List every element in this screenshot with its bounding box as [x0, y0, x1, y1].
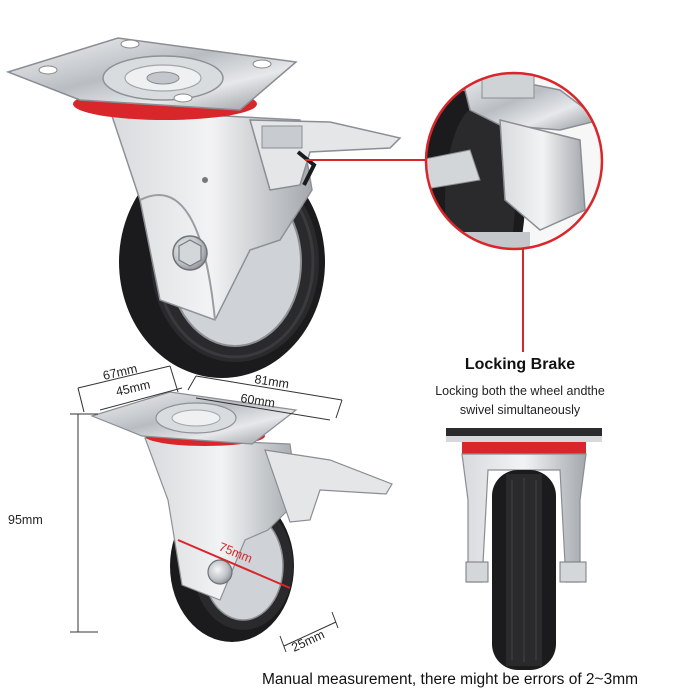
- caster-dimension-view: 67mm 45mm 81mm 60mm 95mm 75mm 25mm: [8, 361, 393, 655]
- front-red-washer: [462, 442, 586, 454]
- dim-total-height: 95mm: [8, 513, 43, 527]
- brake-title: Locking Brake: [464, 356, 576, 373]
- dim-plate-length-outer: 81mm: [254, 372, 290, 391]
- measurement-note: Manual measurement, there might be error…: [262, 671, 639, 688]
- front-plate: [446, 428, 602, 436]
- brake-zoom-circle: [424, 71, 604, 251]
- dim-wheel-width: 25mm: [289, 627, 326, 654]
- brake-description-line1: Locking both the wheel andthe: [435, 384, 605, 398]
- dim-plate-width-inner: 45mm: [115, 377, 152, 398]
- caster-top-view: [5, 37, 402, 378]
- dim-plate-length-inner: 60mm: [240, 391, 276, 410]
- wheel-diameter-line: [177, 539, 291, 589]
- caster-front-view: [446, 428, 602, 670]
- brake-description-line2: swivel simultaneously: [459, 403, 581, 417]
- front-axle-nut: [559, 561, 587, 583]
- zoom-circle-border: [424, 71, 604, 251]
- brake-description: Locking both the wheel andthe swivel sim…: [406, 382, 634, 420]
- dim-plate-width-outer: 67mm: [102, 361, 139, 382]
